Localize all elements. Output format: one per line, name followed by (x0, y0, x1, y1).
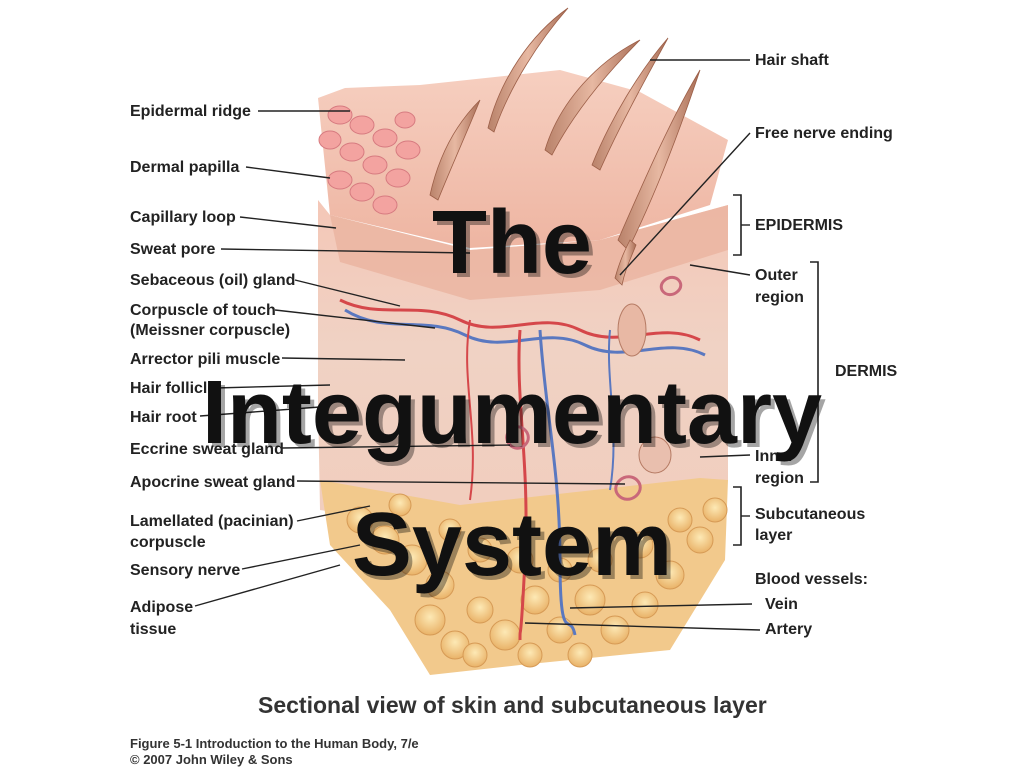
label-dermal-papilla: Dermal papilla (130, 159, 239, 176)
label-outer-region: region (755, 289, 804, 306)
label-vein: Vein (765, 596, 798, 613)
dermis-bracket (810, 261, 819, 483)
epidermis-band (330, 205, 728, 300)
label-epidermis: EPIDERMIS (755, 217, 843, 234)
sweat-glands (505, 275, 683, 501)
label-meissner-corpuscle: (Meissner corpuscle) (130, 322, 290, 339)
fat-cells (346, 493, 728, 668)
figure-reference: Figure 5-1 Introduction to the Human Bod… (130, 736, 419, 751)
label-free-nerve-ending: Free nerve ending (755, 125, 893, 142)
diagram-caption: Sectional view of skin and subcutaneous … (258, 692, 767, 718)
right-leader-lines (524, 59, 819, 631)
title-line-2-shadow: Integumentary (206, 367, 826, 467)
label-lamellated: Lamellated (pacinian) (130, 513, 294, 530)
epidermis-bracket (733, 194, 742, 256)
label-artery: Artery (765, 621, 812, 638)
label-epidermal-ridge: Epidermal ridge (130, 103, 251, 120)
label-eccrine-gland: Eccrine sweat gland (130, 441, 284, 458)
skin-block-illustration (318, 7, 728, 675)
label-outer: Outer (755, 267, 798, 284)
slide-title: The The Integumentary Integumentary Syst… (202, 193, 826, 599)
hair-follicle-bulb (617, 303, 647, 357)
label-hair-root: Hair root (130, 409, 197, 426)
left-labels: Epidermal ridge Dermal papilla Capillary… (130, 103, 295, 638)
figure-copyright: © 2007 John Wiley & Sons (130, 752, 293, 767)
label-tissue: tissue (130, 621, 176, 638)
label-layer: layer (755, 527, 792, 544)
title-line-3: System (352, 495, 672, 595)
title-line-2: Integumentary (202, 363, 822, 463)
title-line-1: The (432, 193, 592, 293)
label-inner-region: region (755, 470, 804, 487)
subcutaneous-bracket (733, 486, 742, 546)
label-adipose: Adipose (130, 599, 193, 616)
label-sweat-pore: Sweat pore (130, 241, 215, 258)
right-labels: Hair shaft Free nerve ending EPIDERMIS O… (755, 52, 898, 638)
label-hair-follicle: Hair follicle (130, 380, 216, 397)
label-dermis: DERMIS (835, 363, 898, 380)
left-leader-lines (194, 110, 626, 607)
title-line-1-shadow: The (436, 197, 596, 297)
label-corpuscle: corpuscle (130, 534, 206, 551)
hair-root-bulb (638, 436, 672, 474)
label-arrector-pili: Arrector pili muscle (130, 351, 280, 368)
label-hair-shaft: Hair shaft (755, 52, 829, 69)
label-sebaceous-gland: Sebaceous (oil) gland (130, 272, 295, 289)
label-inner: Inner (755, 448, 794, 465)
label-capillary-loop: Capillary loop (130, 209, 236, 226)
label-subcutaneous: Subcutaneous (755, 506, 865, 523)
hair-shafts (429, 7, 701, 286)
title-line-3-shadow: System (356, 499, 676, 599)
label-blood-vessels: Blood vessels: (755, 571, 868, 588)
label-apocrine-gland: Apocrine sweat gland (130, 474, 295, 491)
label-sensory-nerve: Sensory nerve (130, 562, 240, 579)
label-corpuscle-touch: Corpuscle of touch (130, 302, 276, 319)
